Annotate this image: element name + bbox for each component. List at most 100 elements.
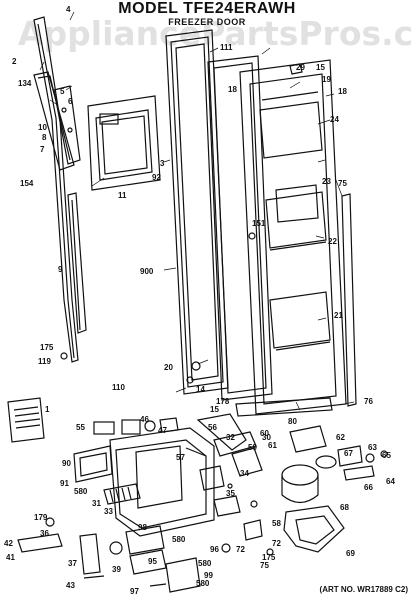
callout-label: 7 (40, 145, 45, 154)
callout-label: 69 (346, 549, 355, 558)
callout-label: 32 (226, 433, 235, 442)
callout-label: 580 (196, 579, 210, 588)
drip-grille (103, 483, 141, 505)
callout-label: 47 (158, 426, 167, 435)
callout-label: 56 (208, 423, 217, 432)
callout-label: 91 (60, 479, 69, 488)
leader-lines (39, 11, 355, 411)
callout-label: 175 (262, 553, 276, 562)
callout-label: 9 (58, 265, 63, 274)
callout-label: 2 (12, 57, 17, 66)
callout-label: 34 (240, 469, 249, 478)
callout-label: 58 (272, 519, 281, 528)
bottom-trim (235, 397, 333, 417)
ice-chute (283, 505, 345, 553)
callout-label: 66 (364, 483, 373, 492)
callout-label: 33 (104, 507, 113, 516)
callout-label: 59 (248, 443, 257, 452)
callout-label: 10 (38, 123, 47, 132)
callout-labels: 1 2 3 4 5 6 7 8 9 10 11 14 15 15 18 18 1… (4, 5, 395, 596)
callout-label: 72 (236, 545, 245, 554)
callout-label: 67 (344, 449, 353, 458)
callout-label: 36 (40, 529, 49, 538)
door-handle (33, 71, 81, 171)
callout-label: 900 (140, 267, 154, 276)
callout-label: 19 (322, 75, 331, 84)
callout-label: 62 (336, 433, 345, 442)
dispenser-cover-panel (87, 95, 161, 191)
callout-label: 75 (338, 179, 347, 188)
dispenser-housing (109, 427, 215, 537)
callout-label: 90 (62, 459, 71, 468)
callout-label: 179 (34, 513, 48, 522)
callout-label: 95 (148, 557, 157, 566)
callout-label: 580 (74, 487, 88, 496)
instruction-card (7, 397, 45, 443)
door-outer-panel (165, 29, 229, 395)
lower-left-parts (17, 517, 105, 579)
art-number: (ART NO. WR17889 C2) (319, 585, 408, 594)
callout-label: 63 (368, 443, 377, 452)
callout-label: 580 (172, 535, 186, 544)
callout-label: 1 (45, 405, 50, 414)
callout-label: 75 (260, 561, 269, 570)
callout-label: 15 (316, 63, 325, 72)
switch-plate (149, 557, 201, 593)
auger-motor (281, 425, 337, 504)
cam-bracket (337, 445, 388, 481)
callout-label: 55 (76, 423, 85, 432)
callout-label: 18 (338, 87, 347, 96)
callout-label: 23 (322, 177, 331, 186)
callout-label: 14 (196, 385, 205, 394)
callout-label: 99 (204, 571, 213, 580)
callout-label: 5 (60, 87, 65, 96)
page-subtitle: FREEZER DOOR (168, 17, 246, 27)
callout-label: 80 (288, 417, 297, 426)
switch-cluster (93, 417, 179, 435)
callout-label: 11 (118, 191, 127, 200)
callout-label: 8 (42, 133, 47, 142)
left-gasket-strip (33, 16, 79, 363)
right-edge-strip (341, 193, 357, 407)
callout-label: 20 (164, 363, 173, 372)
callout-label: 97 (130, 587, 139, 596)
callout-label: 15 (210, 405, 219, 414)
small-hardware (199, 465, 274, 556)
callout-label: 64 (386, 477, 395, 486)
callout-label: 22 (328, 237, 337, 246)
callout-label: 98 (138, 523, 147, 532)
callout-label: 72 (272, 539, 281, 548)
callout-label: 60 (260, 429, 269, 438)
callout-label: 151 (252, 219, 266, 228)
callout-label: 119 (38, 357, 51, 366)
callout-label: 21 (334, 311, 343, 320)
callout-label: 6 (68, 97, 73, 106)
callout-label: 175 (40, 343, 54, 352)
callout-label: 46 (140, 415, 149, 424)
callout-label: 43 (66, 581, 75, 590)
callout-label: 178 (216, 397, 230, 406)
callout-label: 68 (340, 503, 349, 512)
callout-label: 29 (296, 63, 305, 72)
door-gasket (207, 55, 273, 401)
callout-label: 92 (152, 173, 161, 182)
actuator-linkage (196, 413, 263, 477)
callout-label: 65 (382, 451, 391, 460)
callout-label: 134 (18, 79, 32, 88)
callout-label: 154 (20, 179, 34, 188)
callout-label: 4 (66, 5, 71, 14)
callout-label: 110 (112, 383, 125, 392)
callout-label: 18 (228, 85, 237, 94)
callout-label: 42 (4, 539, 13, 548)
callout-label: 30 (262, 433, 271, 442)
callout-label: 31 (92, 499, 101, 508)
callout-label: 111 (220, 43, 233, 52)
lower-trim-strip (67, 192, 87, 334)
callout-label: 24 (330, 115, 339, 124)
control-module (73, 445, 113, 483)
callout-label: 37 (68, 559, 77, 568)
callout-label: 35 (226, 489, 235, 498)
callout-label: 41 (6, 553, 15, 562)
